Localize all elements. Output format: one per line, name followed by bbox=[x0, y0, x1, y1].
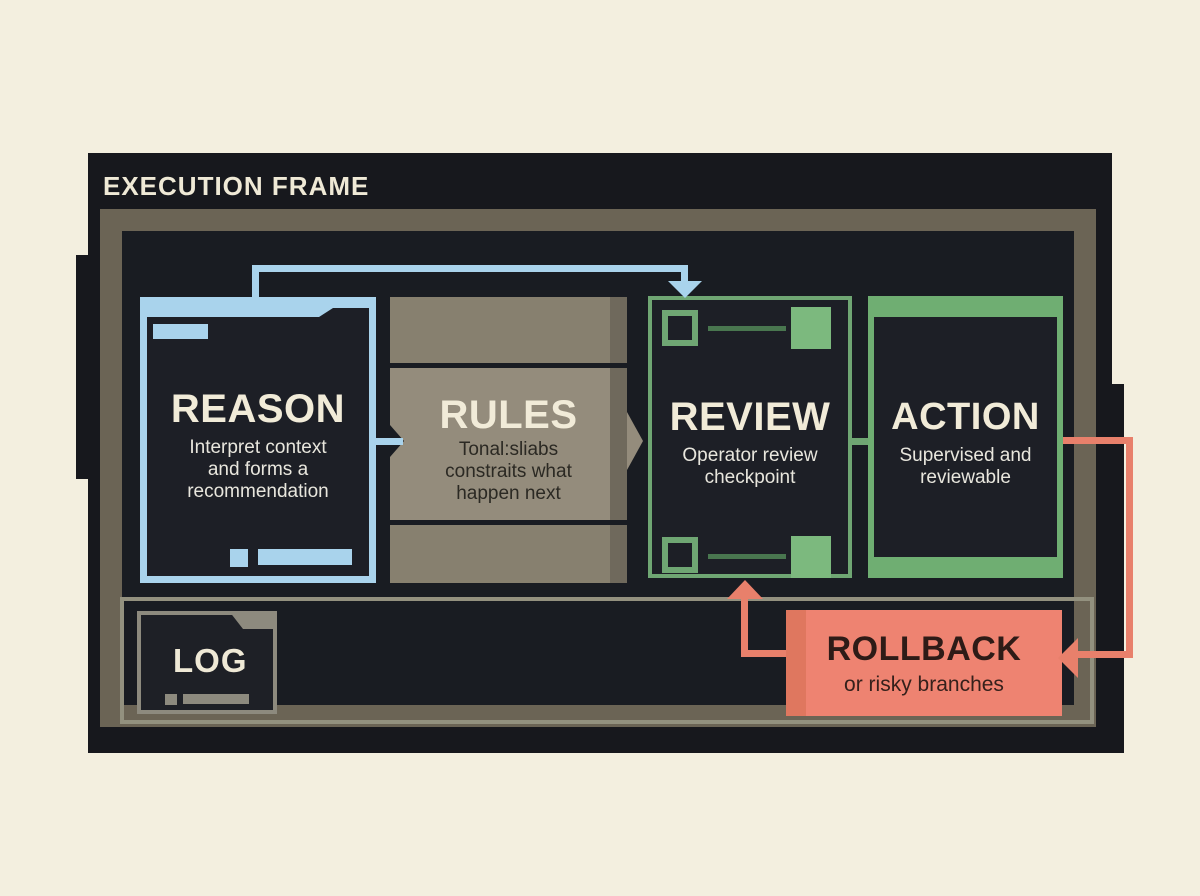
rules-top-slab-shadow bbox=[610, 297, 627, 363]
reason-bar-decoration bbox=[258, 549, 352, 565]
arrow-up-icon bbox=[727, 580, 763, 599]
action-subtitle: Supervised and reviewable bbox=[899, 445, 1032, 488]
log-folder-tab bbox=[229, 611, 277, 629]
reason-square-decoration bbox=[230, 549, 248, 567]
rollback-subtitle: or risky branches bbox=[844, 672, 1004, 696]
arrow-down-icon bbox=[668, 281, 702, 298]
review-node: REVIEW Operator review checkpoint bbox=[648, 296, 852, 578]
action-to-rollback-connector-segment bbox=[1078, 651, 1133, 658]
log-square-decoration bbox=[165, 694, 177, 705]
connector-line-decoration bbox=[708, 326, 786, 331]
review-to-action-connector bbox=[852, 438, 868, 445]
rollback-to-review-connector-segment bbox=[741, 598, 748, 657]
reason-text: REASON Interpret context and forms a rec… bbox=[171, 377, 345, 503]
reason-node: REASON Interpret context and forms a rec… bbox=[140, 297, 376, 583]
action-bottom-band bbox=[874, 557, 1057, 572]
rules-bottom-slab bbox=[390, 525, 627, 583]
action-node: ACTION Supervised and reviewable bbox=[868, 296, 1063, 578]
rules-middle-slab bbox=[390, 368, 643, 520]
reason-header-bar bbox=[147, 304, 369, 317]
rules-text: RULES Tonal:sliabs constraits what happe… bbox=[390, 368, 627, 520]
reason-subtitle: Interpret context and forms a recommenda… bbox=[187, 437, 329, 502]
checkbox-outline-icon bbox=[662, 537, 698, 573]
log-title: LOG bbox=[173, 642, 248, 679]
filled-square-icon bbox=[791, 536, 831, 578]
filled-square-icon bbox=[791, 307, 831, 349]
action-top-band bbox=[874, 302, 1057, 317]
checkbox-outline-icon bbox=[662, 310, 698, 346]
rules-title: RULES bbox=[439, 393, 578, 437]
log-bar-decoration bbox=[183, 694, 249, 704]
review-title: REVIEW bbox=[669, 395, 831, 439]
rollback-edge-band bbox=[786, 610, 806, 716]
rollback-node: ROLLBACK or risky branches bbox=[786, 610, 1062, 716]
review-subtitle: Operator review checkpoint bbox=[682, 445, 818, 488]
reason-title: REASON bbox=[170, 387, 346, 431]
rules-node: RULES Tonal:sliabs constraits what happe… bbox=[390, 297, 643, 583]
frame-title: EXECUTION FRAME bbox=[103, 171, 370, 201]
rollback-title: ROLLBACK bbox=[826, 629, 1022, 668]
reason-to-review-connector-segment bbox=[681, 265, 688, 282]
reason-to-review-connector-segment bbox=[252, 265, 688, 272]
connector-line-decoration bbox=[708, 554, 786, 559]
reason-chip-decoration bbox=[153, 324, 208, 339]
rules-middle-slab-shadow bbox=[610, 368, 627, 520]
reason-to-rules-connector bbox=[376, 438, 403, 445]
rules-subtitle: Tonal:sliabs constraits what happen next bbox=[445, 439, 572, 504]
log-strip-outline bbox=[120, 597, 1094, 724]
action-to-rollback-connector-segment bbox=[1063, 437, 1133, 444]
reason-to-review-connector-segment bbox=[252, 268, 259, 298]
rules-bottom-slab-shadow bbox=[610, 525, 627, 583]
arrow-left-icon bbox=[1058, 638, 1078, 678]
review-text: REVIEW Operator review checkpoint bbox=[670, 385, 831, 489]
action-title: ACTION bbox=[891, 396, 1040, 438]
rollback-to-review-connector-segment bbox=[745, 650, 786, 657]
rules-top-slab bbox=[390, 297, 627, 363]
action-text: ACTION Supervised and reviewable bbox=[891, 385, 1040, 489]
action-to-rollback-connector-segment bbox=[1126, 437, 1133, 658]
